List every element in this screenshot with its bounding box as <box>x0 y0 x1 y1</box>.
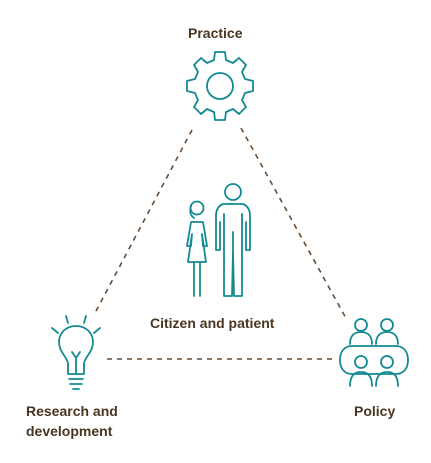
edge-practice-research <box>94 129 193 314</box>
meeting-group-icon <box>339 318 409 387</box>
man-figure <box>215 183 251 297</box>
edge-practice-policy <box>240 127 348 321</box>
research-and-development-label: Research and development <box>26 403 118 439</box>
lightbulb-icon <box>51 315 101 390</box>
gear-icon <box>186 51 254 121</box>
policy-label: Policy <box>354 403 396 419</box>
woman-figure <box>186 200 208 297</box>
citizen-and-patient-label: Citizen and patient <box>150 315 275 331</box>
practice-label: Practice <box>188 25 243 41</box>
people-icon <box>186 183 251 297</box>
